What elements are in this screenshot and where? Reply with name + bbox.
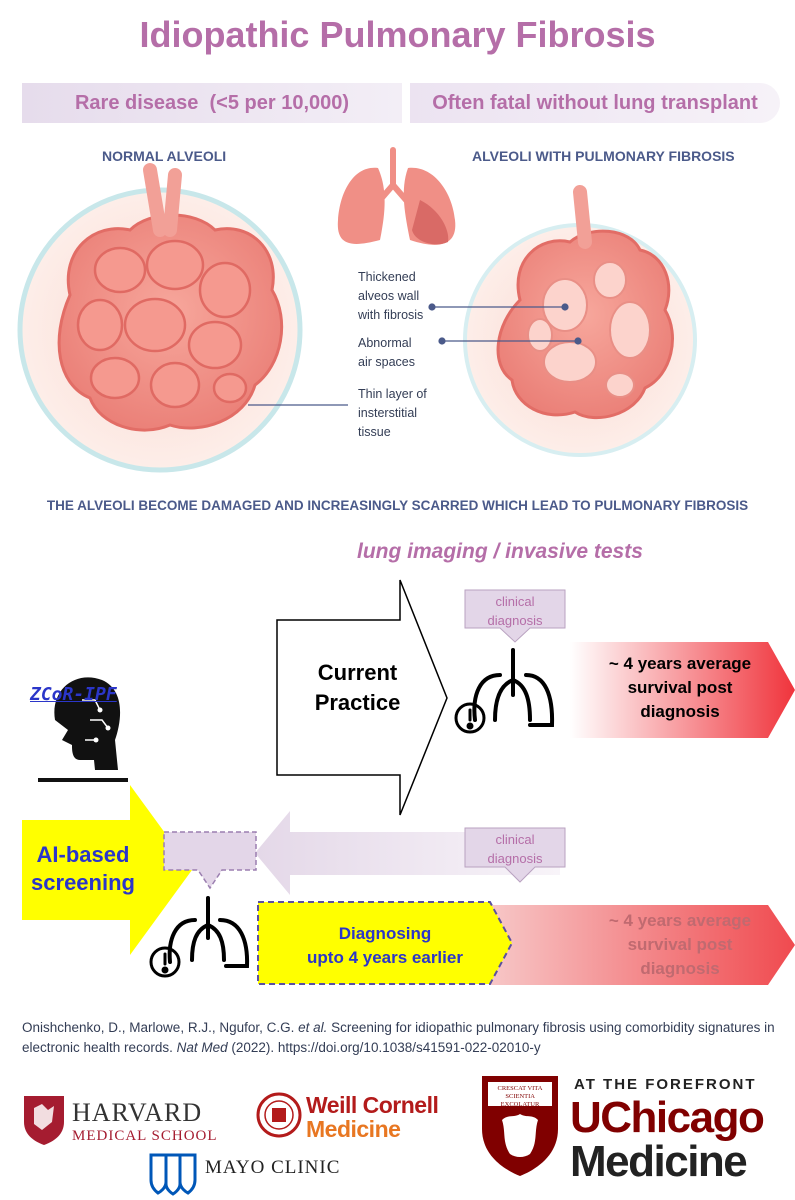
annotation-line: tissue [358, 425, 391, 439]
ai-screening-arrow [22, 785, 192, 955]
mayo-wordmark: MAYO CLINIC [205, 1157, 341, 1178]
clinical-diagnosis-line: clinical [495, 832, 535, 847]
annotation-line: with fibrosis [358, 308, 424, 322]
clinical-diagnosis-callout-top [464, 589, 566, 643]
ai-head-icon [38, 677, 128, 782]
harvard-subtitle: MEDICAL SCHOOL [72, 1128, 218, 1144]
seal-word: EXCOLATUR [500, 1101, 540, 1108]
zcor-ipf-label: ZCoR-IPF [30, 684, 117, 705]
flow-diagram [22, 579, 795, 985]
survival-line: ~ 4 years average [608, 654, 752, 673]
fibrosis-alveoli-heading: ALVEOLI WITH PULMONARY FIBROSIS [472, 148, 735, 164]
annotation-thickened-wall: Thickened alveos wall with fibrosis [358, 268, 423, 325]
alveoli-illustration [17, 147, 697, 473]
annotation-abnormal-spaces: Abnormal air spaces [358, 334, 415, 372]
clinical-diagnosis-bottom: clinical diagnosis [465, 830, 565, 868]
uchicago-seal-text: CRESCAT VITA SCIENTIA EXCOLATUR [489, 1085, 551, 1109]
ai-screening-line: screening [31, 870, 135, 895]
fibrosis-alveoli-icon [463, 185, 697, 457]
ai-screening-line: AI-based [36, 842, 130, 867]
citation-title: Screening for idiopathic pulmonary fibro… [22, 1020, 779, 1055]
annotation-line: insterstitial [358, 406, 418, 420]
citation: Onishchenko, D., Marlowe, R.J., Ngufor, … [22, 1018, 782, 1058]
page-title: Idiopathic Pulmonary Fibrosis [139, 14, 656, 55]
uchicago-shield-icon [482, 1076, 558, 1176]
citation-journal: Nat Med [176, 1040, 228, 1055]
seal-word: CRESCAT [497, 1085, 526, 1092]
weill-cornell-medicine: Medicine [306, 1116, 401, 1142]
harvard-shield-icon [24, 1096, 64, 1145]
survival-arrow-top [570, 642, 795, 738]
survival-line: diagnosis [640, 959, 720, 978]
uchicago-medicine: Medicine [570, 1137, 748, 1186]
diagnosing-earlier-line: Diagnosing [338, 924, 432, 943]
diagnosing-earlier-arrow [257, 901, 514, 985]
clinical-diagnosis-callout-bottom [464, 827, 566, 883]
current-practice-label: Current Practice [290, 658, 425, 718]
uchicago-tagline: AT THE FOREFRONT [574, 1076, 757, 1093]
annotation-leaders [248, 303, 582, 406]
harvard-wordmark: HARVARD [72, 1098, 203, 1127]
lung-warning-icon [454, 648, 555, 734]
annotation-line: Thin layer of [358, 387, 427, 401]
survival-line: survival post [627, 678, 733, 697]
annotation-line: alveos wall [358, 289, 420, 303]
current-practice-line: Practice [314, 690, 401, 715]
survival-arrow-bottom [490, 905, 795, 985]
normal-alveoli-heading: NORMAL ALVEOLI [102, 148, 227, 164]
fatal-banner: Often fatal without lung transplant [410, 83, 780, 123]
current-practice-arrow [276, 579, 448, 816]
citation-doi[interactable]: (2022). https://doi.org/10.1038/s41591-0… [227, 1040, 541, 1055]
survival-line: ~ 4 years average [608, 911, 752, 930]
citation-authors: Onishchenko, D., Marlowe, R.J., Ngufor, … [22, 1020, 299, 1035]
mayo-shield-icon [149, 1153, 197, 1196]
diagnosing-earlier-label: Diagnosing upto 4 years earlier [270, 922, 500, 970]
diagnosing-earlier-line: upto 4 years earlier [307, 948, 463, 967]
clinical-diagnosis-line: diagnosis [487, 613, 543, 628]
survival-line: survival post [627, 935, 733, 954]
seal-word: VITA [527, 1085, 543, 1092]
weill-cornell-seal-icon [256, 1092, 302, 1138]
uchicago-wordmark: UChicago [570, 1093, 765, 1142]
dashed-lavender-box [163, 831, 257, 890]
survival-bottom-label: ~ 4 years average survival post diagnosi… [595, 909, 765, 981]
citation-etal: et al. [298, 1020, 328, 1035]
weill-cornell-wordmark: Weill Cornell [306, 1092, 439, 1118]
clinical-diagnosis-line: clinical [495, 594, 535, 609]
annotation-line: Thickened [358, 270, 416, 284]
fatal-label: Often fatal without lung transplant [432, 91, 758, 114]
survival-line: diagnosis [640, 702, 720, 721]
lungs-icon [337, 147, 456, 245]
tagline: THE ALVEOLI BECOME DAMAGED AND INCREASIN… [46, 498, 749, 513]
seal-word: SCIENTIA [505, 1093, 535, 1100]
rare-disease-label: Rare disease (<5 per 10,000) [74, 91, 350, 114]
ai-screening-label: AI-based screening [22, 841, 144, 897]
survival-top-label: ~ 4 years average survival post diagnosi… [595, 652, 765, 724]
rare-disease-banner: Rare disease (<5 per 10,000) [22, 83, 402, 123]
clinical-diagnosis-top: clinical diagnosis [465, 592, 565, 630]
annotation-line: air spaces [358, 355, 415, 369]
normal-alveoli-icon [17, 163, 303, 473]
lung-warning-icon [149, 896, 250, 978]
imaging-label: lung imaging / invasive tests [357, 540, 643, 563]
current-practice-line: Current [317, 660, 398, 685]
annotation-line: Abnormal [358, 336, 412, 350]
clinical-diagnosis-line: diagnosis [487, 851, 543, 866]
annotation-thin-layer: Thin layer of insterstitial tissue [358, 385, 427, 442]
